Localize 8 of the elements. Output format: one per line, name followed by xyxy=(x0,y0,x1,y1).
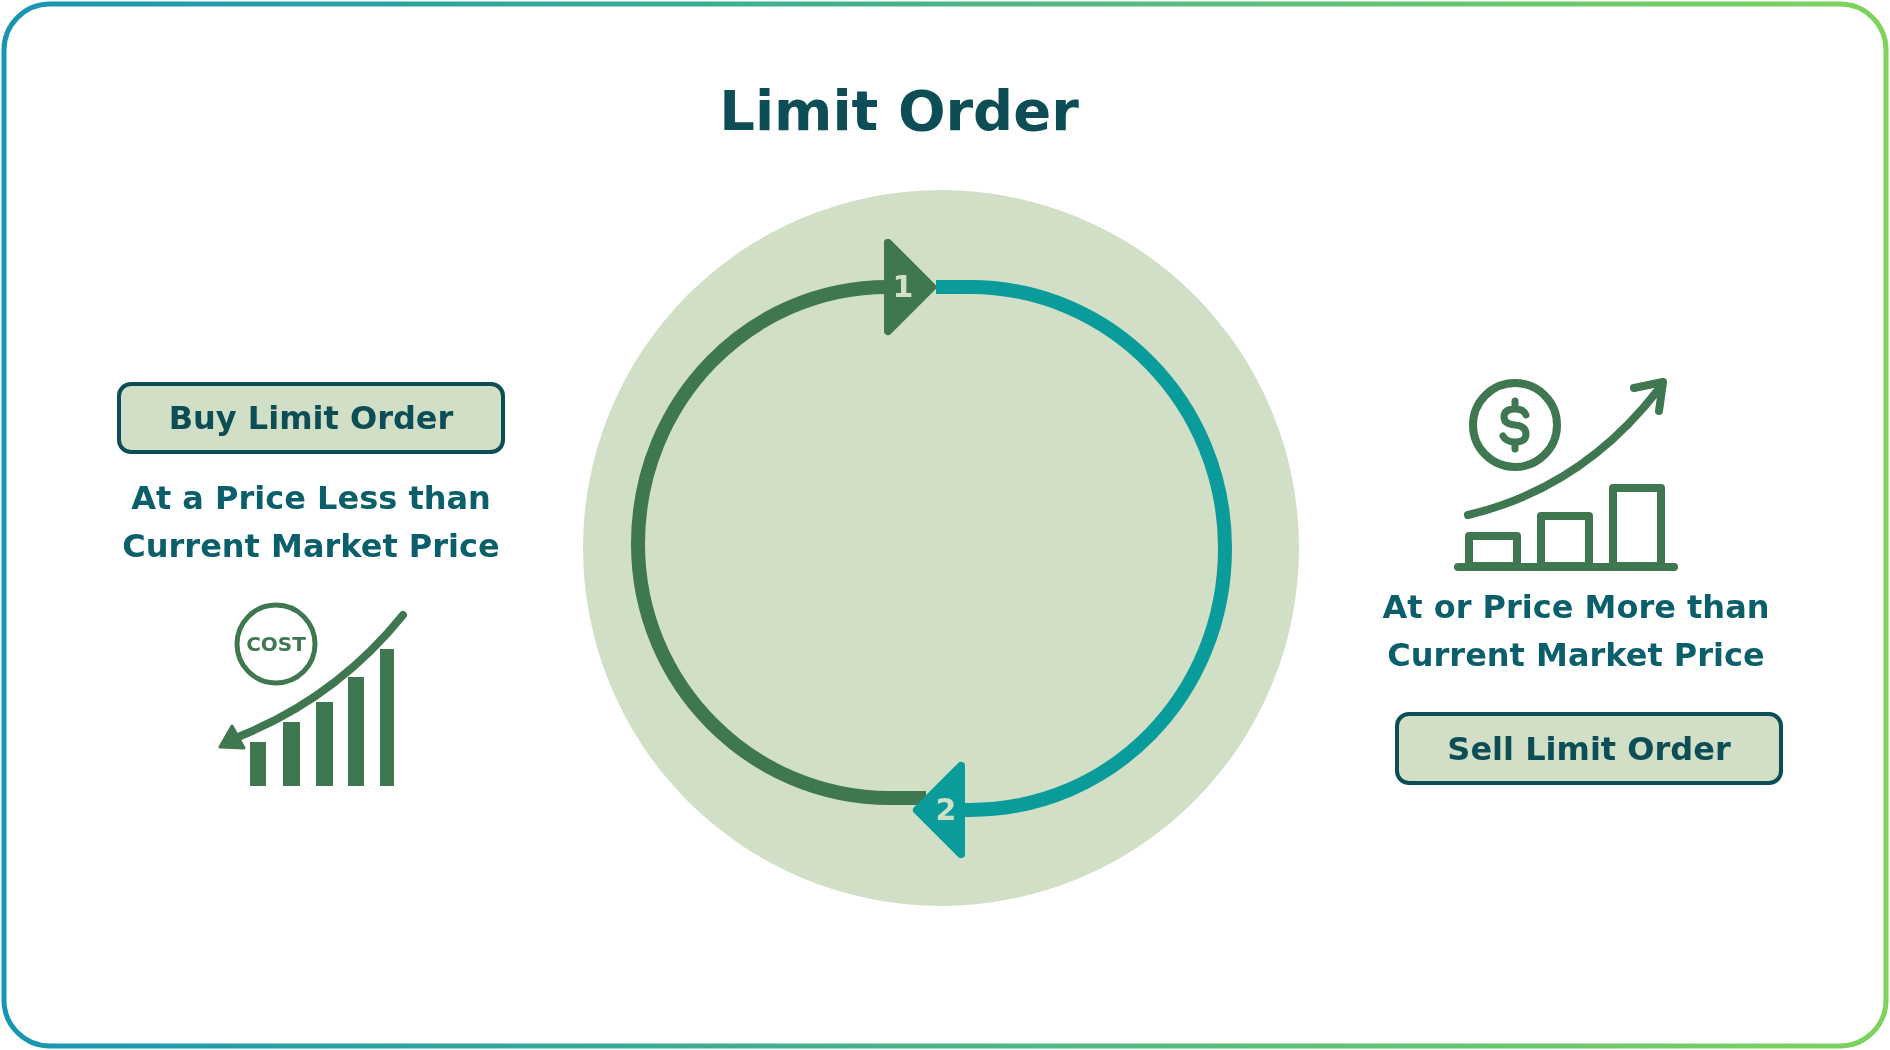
description-text: At a Price Less than Current Market Price xyxy=(121,478,501,567)
order-type-box: Sell Limit Order xyxy=(1395,712,1783,785)
cost-label: COST xyxy=(246,631,306,657)
step-number: 2 xyxy=(934,791,958,829)
order-type-box: Buy Limit Order xyxy=(117,382,505,454)
step-number: 1 xyxy=(891,268,915,306)
diagram-title: Limit Order xyxy=(719,79,1079,143)
description-text: At or Price More than Current Market Price xyxy=(1381,587,1771,676)
